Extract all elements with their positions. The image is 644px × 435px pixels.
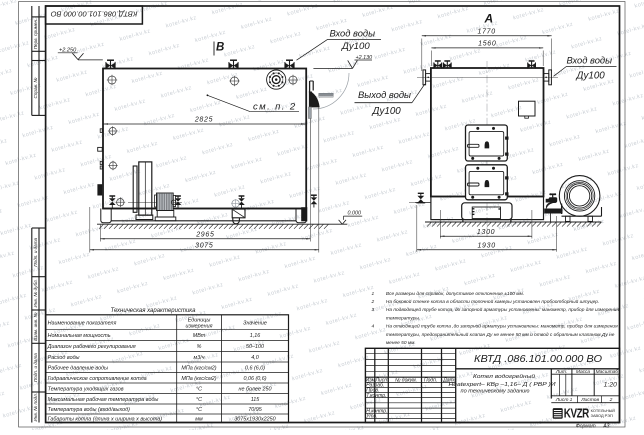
svg-text:КВТД.086.101.00.000 ВО: КВТД.086.101.00.000 ВО <box>51 10 138 19</box>
svg-text:50–100: 50–100 <box>246 344 264 350</box>
svg-text:Максимальная рабочая температу: Максимальная рабочая температура воды <box>48 397 159 403</box>
svg-text:температуры.: температуры. <box>386 316 420 321</box>
svg-text:Heatexpert– КВр –1,16– Д ( РВР: Heatexpert– КВр –1,16– Д ( РВР )И <box>449 382 557 388</box>
svg-text:1560: 1560 <box>478 41 496 48</box>
svg-text:Все размеры для справок, допус: Все размеры для справок, допустимое откл… <box>386 291 524 297</box>
svg-text:Листов: Листов <box>580 397 599 403</box>
svg-text:1300: 1300 <box>477 229 495 236</box>
svg-text:На подводящей трубе котла, д: На подводящей трубе котла, до запорной а… <box>386 306 619 313</box>
svg-text:2965: 2965 <box>195 232 214 239</box>
svg-text:Габариты котла (длина х ширина: Габариты котла (длина х ширина х высота) <box>48 416 163 422</box>
svg-text:Формат: Формат <box>576 424 596 430</box>
svg-text:Лит.: Лит. <box>555 369 567 375</box>
svg-text:Температура воды (вход/выход): Температура воды (вход/выход) <box>48 407 131 413</box>
svg-text:1: 1 <box>570 397 573 403</box>
svg-text:70/95: 70/95 <box>248 407 262 413</box>
svg-text:Подп.: Подп. <box>424 377 437 383</box>
svg-text:1: 1 <box>372 291 375 297</box>
svg-text:м3/ч: м3/ч <box>194 355 205 361</box>
svg-text:Ду100: Ду100 <box>372 106 402 117</box>
svg-text:115: 115 <box>251 397 261 403</box>
svg-text:0.000: 0.000 <box>348 211 362 217</box>
svg-text:Инв. № подл.: Инв. № подл. <box>33 393 38 422</box>
svg-text:На боковой стенке котла в обла: На боковой стенке котла в области топочн… <box>386 298 599 305</box>
svg-text:Перв. примен.: Перв. примен. <box>33 19 38 50</box>
svg-text:1:20: 1:20 <box>604 381 617 388</box>
svg-text:ЗАВОД РЭП: ЗАВОД РЭП <box>591 413 613 418</box>
svg-text:%: % <box>197 344 202 350</box>
svg-text:Утв.: Утв. <box>366 414 377 420</box>
svg-text:Расход воды: Расход воды <box>48 355 80 361</box>
svg-text:А: А <box>484 12 494 26</box>
svg-text:Подп. и дата: Подп. и дата <box>33 237 38 266</box>
svg-text:Лист: Лист <box>555 397 569 403</box>
svg-text:0,06 (0,6): 0,06 (0,6) <box>243 376 266 382</box>
svg-text:КВТД .086.101.00.000 ВО: КВТД .086.101.00.000 ВО <box>474 354 602 365</box>
svg-text:МВт: МВт <box>193 333 206 339</box>
svg-text:Котел водогрейный: Котел водогрейный <box>473 373 536 380</box>
svg-text:по техническому заданию: по техническому заданию <box>461 389 531 395</box>
svg-text:На отводящей трубе котла ,до з: На отводящей трубе котла ,до запорной ар… <box>386 323 618 330</box>
svg-text:менее 50 мм.: менее 50 мм. <box>386 340 416 346</box>
svg-text:№ докум.: № докум. <box>395 377 417 383</box>
svg-text:измерения: измерения <box>186 323 213 329</box>
svg-text:Взам. инв. №: Взам. инв. № <box>33 312 38 340</box>
svg-text:KVZR: KVZR <box>564 407 589 421</box>
svg-text:Т.контр.: Т.контр. <box>366 393 386 399</box>
svg-text:Вход воды: Вход воды <box>330 28 376 39</box>
svg-text:1770: 1770 <box>478 29 496 36</box>
svg-text:3: 3 <box>372 307 375 313</box>
svg-text:Масса: Масса <box>576 369 591 375</box>
svg-text:3075х1930х2250: 3075х1930х2250 <box>234 416 275 422</box>
svg-text:2825: 2825 <box>194 116 213 123</box>
svg-text:Ду100: Ду100 <box>341 41 370 52</box>
svg-text:не более 250: не более 250 <box>239 386 272 392</box>
svg-text:Выход воды: Выход воды <box>358 89 411 100</box>
svg-text:Температура уходящих газов: Температура уходящих газов <box>48 386 124 392</box>
svg-text:1,16: 1,16 <box>250 333 261 339</box>
svg-text:А3: А3 <box>602 424 609 430</box>
svg-text:1930: 1930 <box>477 243 495 250</box>
svg-text:Справ. №: Справ. № <box>33 78 38 99</box>
svg-text:Масштаб: Масштаб <box>596 369 619 375</box>
svg-text:4,0: 4,0 <box>251 355 259 361</box>
svg-text:Рабочее давление воды: Рабочее давление воды <box>48 365 108 371</box>
svg-text:Ду100: Ду100 <box>576 70 606 81</box>
svg-text:2: 2 <box>609 397 613 403</box>
svg-text:°С: °С <box>196 407 202 413</box>
svg-text:Значение: Значение <box>243 320 267 326</box>
svg-text:Гидравлическое сопротивление к: Гидравлическое сопротивление котла <box>48 376 147 382</box>
svg-text:Диапазон рабочего регулировани: Диапазон рабочего регулирования <box>47 344 136 350</box>
svg-text:В: В <box>216 42 224 54</box>
svg-text:3075: 3075 <box>195 243 213 250</box>
svg-text:°С: °С <box>196 397 202 403</box>
svg-text:см. п. 2: см. п. 2 <box>253 102 297 113</box>
svg-text:МПа (кгс/см2): МПа (кгс/см2) <box>181 376 216 382</box>
svg-text:МПа (кгс/см2): МПа (кгс/см2) <box>181 365 216 371</box>
svg-text:Инв. № дубл.: Инв. № дубл. <box>33 279 38 307</box>
svg-text:Техническая характеристика: Техническая характеристика <box>111 308 197 314</box>
svg-text:Номинальная мощность: Номинальная мощность <box>48 333 111 339</box>
svg-text:2: 2 <box>371 299 375 305</box>
svg-text:мм: мм <box>195 416 203 422</box>
svg-text:температуры, предохранительный: температуры, предохранительный клапан Ду… <box>386 331 615 338</box>
svg-text:°С: °С <box>196 386 202 392</box>
svg-text:Подп. и дата: Подп. и дата <box>33 353 38 382</box>
svg-text:4: 4 <box>372 324 375 330</box>
svg-text:Вход воды: Вход воды <box>567 55 613 66</box>
svg-text:0,6 (6,0): 0,6 (6,0) <box>245 365 265 371</box>
svg-text:Наименование показателя: Наименование показателя <box>48 320 117 326</box>
